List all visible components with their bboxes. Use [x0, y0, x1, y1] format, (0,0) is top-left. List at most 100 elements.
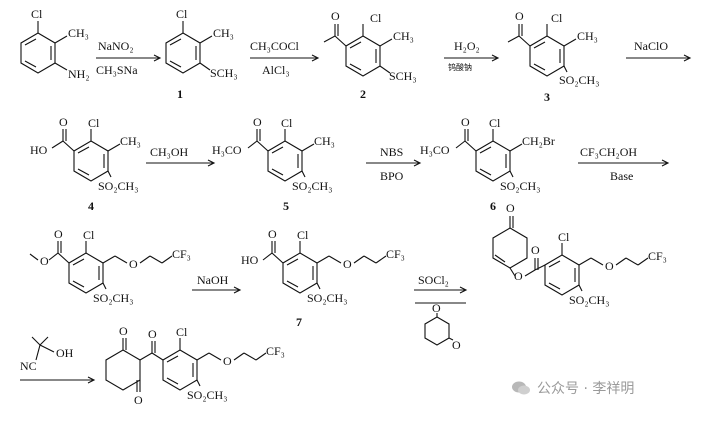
- step-4: NaClO: [626, 39, 692, 62]
- svg-text:NaNO₂: NaNO₂: [98, 39, 134, 53]
- svg-text:SO₂CH₃: SO₂CH₃: [500, 179, 540, 193]
- step-5: CH₃OH: [146, 145, 216, 167]
- step-8: NaOH: [192, 273, 242, 294]
- svg-text:O: O: [268, 227, 277, 241]
- svg-text:O: O: [461, 115, 470, 129]
- svg-text:CH₃: CH₃: [577, 29, 598, 43]
- svg-text:CH₃OH: CH₃OH: [150, 145, 189, 159]
- svg-text:NaOH: NaOH: [197, 273, 229, 287]
- molecule-3: O Cl CH₃ SO₂CH₃ 3: [507, 9, 599, 104]
- svg-text:O: O: [452, 338, 461, 352]
- svg-text:SCH₃: SCH₃: [389, 69, 417, 83]
- svg-text:Cl: Cl: [370, 11, 382, 25]
- svg-text:SOCl₂: SOCl₂: [418, 273, 449, 287]
- cl-label: Cl: [31, 7, 43, 21]
- molecule-ester-ether: O O Cl O CF₃ SO₂CH₃: [29, 227, 191, 305]
- compound-label-6: 6: [490, 199, 496, 213]
- molecule-1: Cl CH₃ SCH₃ 1: [165, 7, 238, 101]
- molecule-4: O HO Cl CH₃ SO₂CH₃ 4: [30, 115, 141, 213]
- svg-text:Cl: Cl: [176, 325, 188, 339]
- svg-text:O: O: [331, 9, 340, 23]
- molecule-start: Cl CH₃ NH₂: [20, 7, 90, 81]
- step-9: SOCl₂ O O: [414, 273, 468, 352]
- svg-text:H₃CO: H₃CO: [420, 143, 450, 157]
- svg-text:Base: Base: [610, 169, 633, 183]
- svg-text:H₃CO: H₃CO: [212, 143, 242, 157]
- nh2-label: NH₂: [68, 67, 90, 81]
- svg-text:O: O: [223, 354, 232, 368]
- svg-text:H₂O₂: H₂O₂: [454, 39, 480, 53]
- svg-text:CH₂Br: CH₂Br: [522, 134, 555, 148]
- svg-text:CH₃SNa: CH₃SNa: [96, 63, 138, 77]
- svg-text:O: O: [531, 243, 540, 257]
- svg-text:O: O: [343, 257, 352, 271]
- compound-label-3: 3: [544, 90, 550, 104]
- svg-text:O: O: [59, 115, 68, 129]
- svg-text:O: O: [515, 9, 524, 23]
- svg-text:NBS: NBS: [380, 145, 403, 159]
- compound-label-2: 2: [360, 87, 366, 101]
- svg-text:Cl: Cl: [176, 7, 188, 21]
- svg-text:SO₂CH₃: SO₂CH₃: [98, 179, 138, 193]
- svg-text:SO₂CH₃: SO₂CH₃: [559, 73, 599, 87]
- svg-text:SO₂CH₃: SO₂CH₃: [187, 388, 227, 402]
- svg-text:O: O: [506, 201, 515, 215]
- compound-label-1: 1: [177, 87, 183, 101]
- molecule-7: O HO Cl O CF₃ SO₂CH₃ 7: [241, 227, 405, 329]
- svg-text:O: O: [54, 227, 63, 241]
- svg-text:CF₃: CF₃: [648, 249, 667, 263]
- ch3-label: CH₃: [68, 26, 89, 40]
- svg-text:O: O: [253, 115, 262, 129]
- svg-text:O: O: [40, 254, 49, 268]
- compound-label-7: 7: [296, 315, 302, 329]
- compound-label-5: 5: [283, 199, 289, 213]
- svg-text:O: O: [134, 393, 143, 407]
- svg-text:OH: OH: [56, 346, 74, 360]
- svg-text:O: O: [148, 327, 157, 341]
- step-2: CH₃COCl AlCl₃: [250, 39, 320, 77]
- svg-text:O: O: [432, 301, 441, 315]
- svg-text:HO: HO: [241, 253, 259, 267]
- svg-text:SO₂CH₃: SO₂CH₃: [292, 179, 332, 193]
- watermark: 公众号 · 李祥明: [511, 378, 634, 398]
- svg-text:O: O: [514, 269, 523, 283]
- svg-text:SO₂CH₃: SO₂CH₃: [307, 291, 347, 305]
- step-3: H₂O₂ 钨酸钠: [444, 39, 500, 72]
- svg-text:O: O: [605, 259, 614, 273]
- svg-text:CH₃COCl: CH₃COCl: [250, 39, 300, 53]
- svg-text:CF₃: CF₃: [386, 247, 405, 261]
- step-1: NaNO₂ CH₃SNa: [96, 39, 162, 77]
- svg-text:O: O: [129, 257, 138, 271]
- svg-text:Cl: Cl: [489, 116, 501, 130]
- svg-text:NC: NC: [20, 359, 37, 373]
- svg-text:CH₃: CH₃: [213, 26, 234, 40]
- svg-text:HO: HO: [30, 143, 48, 157]
- step-6: NBS BPO: [366, 145, 422, 183]
- molecule-enol-ester: O O O Cl O CF₃ SO₂CH₃: [492, 201, 667, 307]
- compound-label-4: 4: [88, 199, 94, 213]
- svg-text:CF₃: CF₃: [266, 344, 285, 358]
- svg-text:Cl: Cl: [558, 230, 570, 244]
- svg-text:Cl: Cl: [83, 228, 95, 242]
- molecule-5: O H₃CO Cl CH₃ SO₂CH₃ 5: [212, 115, 335, 213]
- molecule-product: O O O Cl O CF₃ SO₂CH₃: [105, 324, 285, 407]
- svg-text:Cl: Cl: [281, 116, 293, 130]
- wechat-icon: [512, 381, 530, 395]
- watermark-text: 公众号 · 李祥明: [537, 381, 635, 397]
- reagent-acetone-cyanohydrin: OH NC: [20, 336, 74, 373]
- svg-text:O: O: [119, 324, 128, 338]
- svg-text:SO₂CH₃: SO₂CH₃: [569, 293, 609, 307]
- svg-text:Cl: Cl: [297, 228, 309, 242]
- svg-text:AlCl₃: AlCl₃: [262, 63, 290, 77]
- svg-text:CH₃: CH₃: [393, 29, 414, 43]
- molecule-6: O H₃CO Cl CH₂Br SO₂CH₃ 6: [420, 115, 555, 213]
- svg-text:钨酸钠: 钨酸钠: [448, 62, 472, 72]
- svg-text:Cl: Cl: [88, 116, 100, 130]
- svg-text:CH₃: CH₃: [120, 134, 141, 148]
- svg-text:BPO: BPO: [380, 169, 404, 183]
- svg-text:NaClO: NaClO: [634, 39, 668, 53]
- svg-text:Cl: Cl: [551, 11, 563, 25]
- step-10: [20, 376, 96, 384]
- svg-text:SCH₃: SCH₃: [210, 66, 238, 80]
